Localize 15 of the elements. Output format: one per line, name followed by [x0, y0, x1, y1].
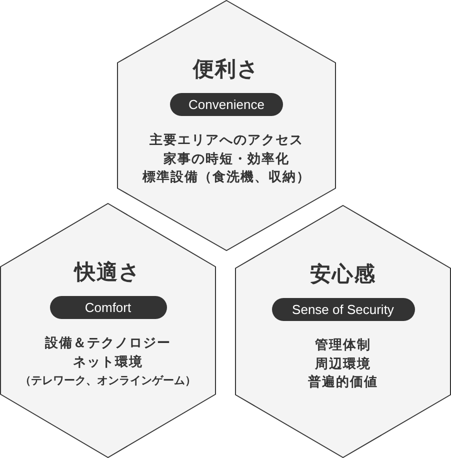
body-text: 周辺環境: [315, 356, 371, 374]
label-pill: Sense of Security: [272, 298, 414, 321]
label-pill: Comfort: [50, 296, 166, 319]
label-pill: Convenience: [170, 93, 283, 116]
body-text: ネット環境: [73, 354, 143, 372]
heading: 快適さ: [74, 259, 142, 286]
heading: 安心感: [310, 261, 376, 288]
body-text: （テレワーク、オンラインゲーム）: [20, 373, 196, 389]
body-text: 主要エリアへのアクセス: [150, 132, 304, 150]
body-text: 家事の時短・効率化: [164, 150, 290, 168]
body-text: 標準設備（食洗機、収納）: [142, 169, 310, 187]
body-text: 管理体制: [315, 337, 371, 355]
heading: 便利さ: [193, 56, 260, 83]
body-text: 普遍的価値: [308, 374, 378, 392]
body-text: 設備＆テクノロジー: [45, 335, 171, 353]
